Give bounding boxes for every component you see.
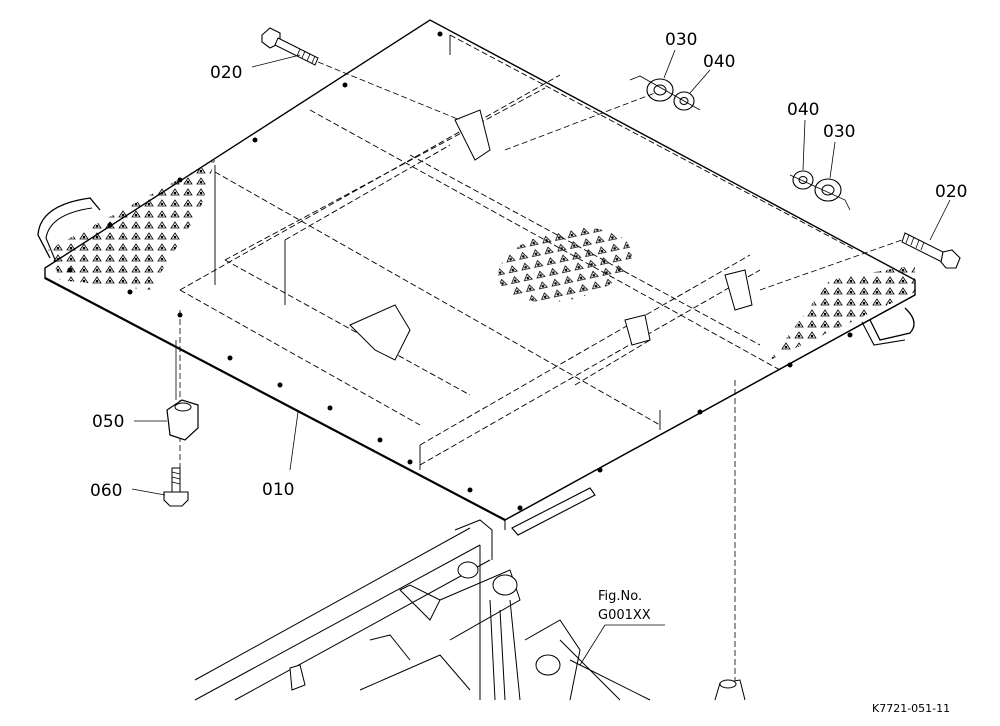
spacer-050	[166, 399, 199, 441]
washer-040-right	[792, 170, 814, 190]
figure-ref-label: Fig.No.	[598, 589, 642, 604]
callout-030-top: 030	[665, 30, 697, 50]
callout-050: 050	[92, 412, 124, 432]
drawing-code: K7721-051-11	[872, 702, 950, 715]
nut-030-top	[646, 78, 674, 102]
bolt-020-left	[261, 27, 461, 121]
callout-010: 010	[262, 480, 294, 500]
nut-030-right	[814, 178, 842, 202]
callout-060: 060	[90, 481, 122, 501]
callout-030-right: 030	[823, 122, 855, 142]
figure-ref-number: G001XX	[598, 608, 651, 623]
bolt-060	[163, 467, 189, 507]
washer-040-top	[673, 91, 695, 111]
callout-040-right: 040	[787, 100, 819, 120]
bolt-020-right	[759, 232, 961, 291]
callout-020-right: 020	[935, 182, 967, 202]
lower-frame	[194, 519, 746, 701]
callout-040-top: 040	[703, 52, 735, 72]
callout-020-left: 020	[210, 63, 242, 83]
platform-plate	[37, 19, 916, 536]
